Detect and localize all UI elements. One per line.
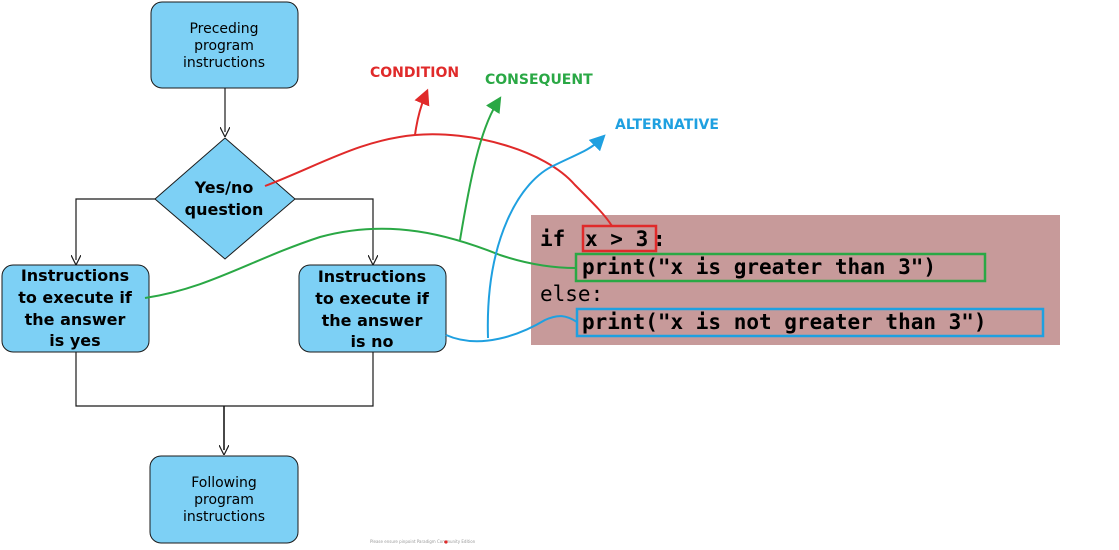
yes-line-4: is yes xyxy=(49,331,100,350)
connector-decision-to-yes xyxy=(76,198,155,260)
following-line-3: instructions xyxy=(183,509,265,525)
footnote-mark-icon xyxy=(444,540,448,544)
condition-arrow xyxy=(414,88,430,136)
no-line-2: to execute if xyxy=(315,289,430,308)
consequent-arrow xyxy=(459,96,502,241)
yes-line-2: to execute if xyxy=(18,288,133,307)
code-consequent: print("x is greater than 3") xyxy=(582,255,936,279)
code-panel: if x > 3 : print("x is greater than 3") … xyxy=(531,215,1060,345)
connector-no-down xyxy=(224,352,374,407)
node-no-branch: Instructions to execute if the answer is… xyxy=(298,264,447,353)
code-if-keyword: if xyxy=(540,227,565,251)
no-line-4: is no xyxy=(351,332,394,351)
following-line-2: program xyxy=(194,492,254,508)
condition-highlight-box xyxy=(581,224,658,253)
node-following-instructions: Following program instructions xyxy=(149,455,299,544)
consequent-curve xyxy=(144,227,577,299)
connector-yes-down xyxy=(75,352,224,407)
node-following-box xyxy=(149,455,299,544)
code-else: else: xyxy=(540,282,603,306)
flowchart-connectors xyxy=(76,88,373,450)
no-line-1: Instructions xyxy=(318,267,426,286)
yes-line-3: the answer xyxy=(25,310,126,329)
preceding-line-1: Preceding xyxy=(189,21,258,37)
node-decision-diamond xyxy=(154,137,296,260)
code-alternative: print("x is not greater than 3") xyxy=(582,310,987,334)
code-colon: : xyxy=(653,227,666,251)
node-decision: Yes/no question xyxy=(154,137,296,260)
node-no-box xyxy=(298,264,447,353)
alternative-label: ALTERNATIVE xyxy=(615,117,719,133)
alternative-arrow xyxy=(486,134,606,339)
condition-curve xyxy=(264,133,613,227)
node-yes-box xyxy=(1,264,150,353)
node-preceding-box xyxy=(150,1,299,89)
code-condition: x > 3 xyxy=(585,227,648,251)
no-line-3: the answer xyxy=(322,311,423,330)
decision-line-1: Yes/no xyxy=(194,178,254,197)
annotation-curves xyxy=(144,88,613,343)
connector-decision-to-no xyxy=(295,198,373,260)
node-yes-branch: Instructions to execute if the answer is… xyxy=(1,264,150,353)
consequent-label: CONSEQUENT xyxy=(485,72,593,88)
preceding-line-3: instructions xyxy=(183,55,265,71)
decision-line-2: question xyxy=(185,200,264,219)
preceding-line-2: program xyxy=(194,38,254,54)
footnote-text: Please ensure pinpoint Paradigm Communit… xyxy=(370,539,476,544)
alternative-curve xyxy=(445,315,578,343)
condition-label: CONDITION xyxy=(370,65,459,81)
yes-line-1: Instructions xyxy=(21,266,129,285)
node-preceding-instructions: Preceding program instructions xyxy=(150,1,299,89)
alternative-highlight-box xyxy=(575,307,1045,338)
following-line-1: Following xyxy=(191,475,257,491)
